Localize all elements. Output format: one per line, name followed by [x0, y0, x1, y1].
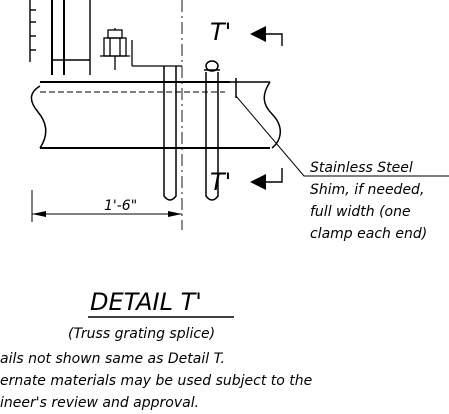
tube-member: [30, 78, 281, 149]
splice-bolt: [100, 28, 182, 70]
note-line-2: ernate materials may be used subject to …: [0, 373, 312, 389]
callout-line-4: clamp each end): [310, 226, 427, 242]
u-clamp-left: [163, 66, 177, 201]
dimension-line: [31, 190, 182, 222]
dimension-label: 1'-6": [104, 198, 137, 214]
detail-title: DETAIL T': [90, 288, 202, 316]
detail-subtitle: (Truss grating splice): [68, 326, 215, 342]
callout-line-1: Stainless Steel: [310, 160, 413, 176]
section-marker-bottom: [250, 168, 283, 190]
truss-frame: [29, 0, 91, 75]
callout-leader: [235, 95, 449, 177]
section-marker-top: [250, 26, 283, 46]
section-marker-top-label: T': [210, 18, 231, 46]
note-line-3: ineer's review and approval.: [0, 395, 199, 411]
callout-line-2: Shim, if needed,: [310, 182, 424, 198]
section-marker-bottom-label: T': [210, 168, 231, 196]
u-clamp-right: [204, 60, 220, 201]
note-line-1: ails not shown same as Detail T.: [0, 351, 225, 367]
callout-line-3: full width (one: [310, 204, 411, 220]
